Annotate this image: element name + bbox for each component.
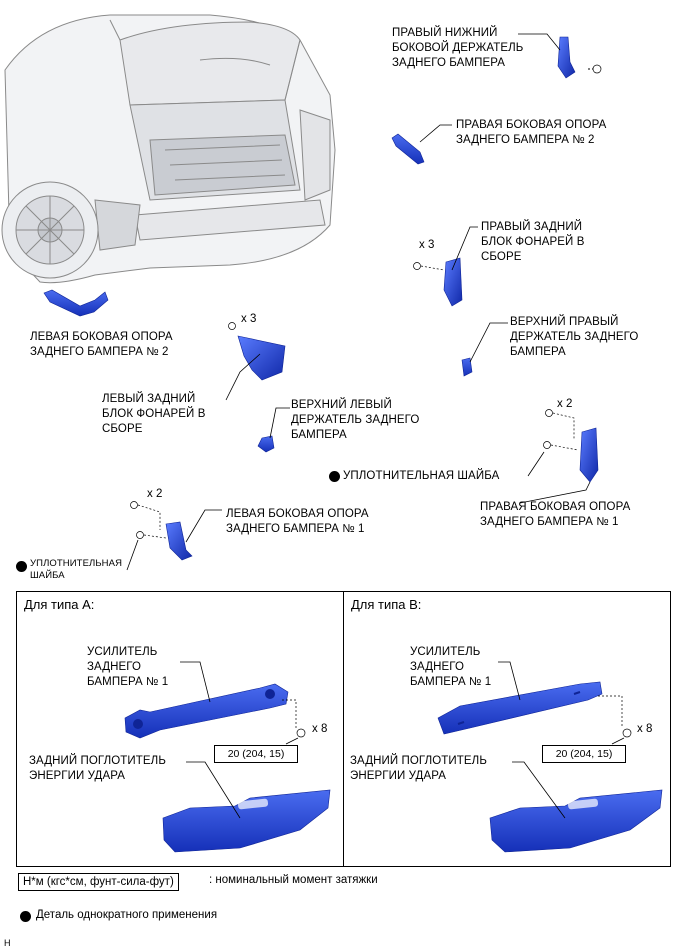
label-upper-left-holder: ВЕРХНИЙ ЛЕВЫЙ ДЕРЖАТЕЛЬ ЗАДНЕГО БАМПЕРА [291, 399, 420, 441]
single-use-dot-icon [329, 471, 340, 482]
single-use-dot-icon [16, 561, 27, 572]
type-b-qty: x 8 [637, 723, 653, 735]
right-lamp-qty: x 3 [419, 239, 435, 251]
type-b-torque: 20 (204, 15) [542, 745, 626, 763]
legend-torque-units: Н*м (кгс*см, фунт-сила-фут) [18, 873, 179, 891]
type-a-parts [124, 661, 331, 853]
right-support-qty: x 2 [557, 398, 573, 410]
label-type-a-absorber: ЗАДНИЙ ПОГЛОТИТЕЛЬ ЭНЕРГИИ УДАРА [29, 755, 166, 782]
type-a-qty: x 8 [312, 723, 328, 735]
panel-type-a-title: Для типа A: [24, 597, 95, 612]
label-right-side-support-1: ПРАВАЯ БОКОВАЯ ОПОРА ЗАДНЕГО БАМПЕРА № 1 [480, 501, 631, 528]
label-right-lower-holder: ПРАВЫЙ НИЖНИЙ БОКОВОЙ ДЕРЖАТЕЛЬ ЗАДНЕГО … [392, 27, 524, 69]
left-lamp-qty: x 3 [241, 313, 257, 325]
type-b-parts [437, 661, 663, 853]
right-lower-holder-part [557, 36, 576, 79]
label-gasket-left: УПЛОТНИТЕЛЬНАЯ ШАЙБА [30, 558, 123, 581]
label-right-side-support-2: ПРАВАЯ БОКОВАЯ ОПОРА ЗАДНЕГО БАМПЕРА № 2 [456, 119, 607, 146]
label-left-side-support-2: ЛЕВАЯ БОКОВАЯ ОПОРА ЗАДНЕГО БАМПЕРА № 2 [30, 331, 173, 358]
panel-type-b: Для типа B: УСИЛИТЕЛЬ ЗАДНЕГО БАМПЕРА № … [343, 591, 671, 867]
label-type-b-absorber: ЗАДНИЙ ПОГЛОТИТЕЛЬ ЭНЕРГИИ УДАРА [350, 755, 487, 782]
legend-single-use: Деталь однократного применения [36, 909, 218, 921]
label-upper-right-holder: ВЕРХНИЙ ПРАВЫЙ ДЕРЖАТЕЛЬ ЗАДНЕГО БАМПЕРА [510, 316, 639, 358]
left-support-qty: x 2 [147, 488, 163, 500]
label-type-b-reinforcement: УСИЛИТЕЛЬ ЗАДНЕГО БАМПЕРА № 1 [410, 646, 492, 688]
label-gasket-right: УПЛОТНИТЕЛЬНАЯ ШАЙБА [343, 470, 500, 482]
type-a-torque: 20 (204, 15) [214, 745, 298, 763]
car-rear-view [1, 14, 336, 284]
label-type-a-reinforcement: УСИЛИТЕЛЬ ЗАДНЕГО БАМПЕРА № 1 [87, 646, 169, 688]
label-right-rear-lamp: ПРАВЫЙ ЗАДНИЙ БЛОК ФОНАРЕЙ В СБОРЕ [481, 221, 585, 263]
panel-type-a: Для типа A: УСИЛИТЕЛЬ ЗАДНЕГО БАМПЕРА № … [16, 591, 344, 867]
label-left-side-support-1: ЛЕВАЯ БОКОВАЯ ОПОРА ЗАДНЕГО БАМПЕРА № 1 [226, 508, 369, 535]
corner-mark: H [4, 938, 11, 948]
single-use-dot-icon [20, 911, 31, 922]
legend-torque-desc: : номинальный момент затяжки [209, 874, 378, 886]
label-left-rear-lamp: ЛЕВЫЙ ЗАДНИЙ БЛОК ФОНАРЕЙ В СБОРЕ [102, 393, 206, 435]
panel-type-b-title: Для типа B: [351, 597, 422, 612]
